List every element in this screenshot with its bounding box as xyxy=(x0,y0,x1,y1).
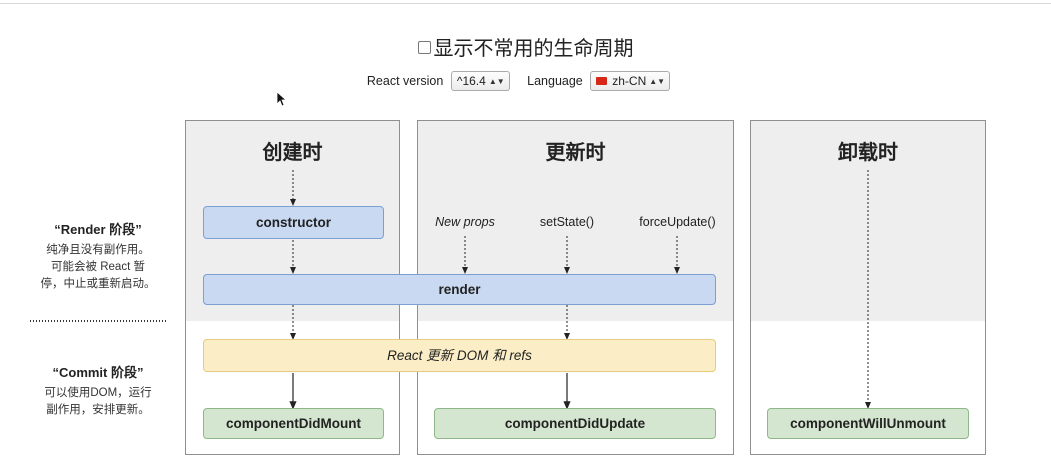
column-mount-heading: 创建时 xyxy=(262,142,323,164)
trigger-set-state: setState() xyxy=(539,215,595,229)
language-value: zh-CN xyxy=(612,74,647,88)
render-phase-desc-1: 纯净且没有副作用。 xyxy=(46,244,150,256)
column-update-heading: 更新时 xyxy=(545,142,606,164)
render-node[interactable]: render xyxy=(203,274,716,305)
select-arrows-icon: ▲▼ xyxy=(649,77,666,86)
constructor-node[interactable]: constructor xyxy=(203,206,384,239)
component-did-update-node[interactable]: componentDidUpdate xyxy=(434,408,716,439)
controls-bar: React version ^16.4▲▼ Language zh-CN▲▼ xyxy=(0,71,1051,91)
china-flag-icon xyxy=(596,77,608,85)
language-label: Language xyxy=(527,74,583,88)
column-unmount-heading: 卸载时 xyxy=(838,142,898,164)
react-version-select[interactable]: ^16.4▲▼ xyxy=(450,71,510,91)
page-title: 显示不常用的生命周期 xyxy=(0,32,1051,61)
react-version-label: React version xyxy=(366,74,444,88)
mouse-cursor-icon xyxy=(276,91,288,107)
component-did-mount-node[interactable]: componentDidMount xyxy=(203,408,384,439)
select-arrows-icon: ▲▼ xyxy=(488,77,505,86)
show-uncommon-lifecycles-checkbox[interactable] xyxy=(417,41,431,55)
trigger-new-props: New props xyxy=(435,215,495,229)
component-will-unmount-node[interactable]: componentWillUnmount xyxy=(767,408,969,439)
commit-phase-desc-1: 可以使用DOM，运行 xyxy=(44,387,152,399)
page-title-text: 显示不常用的生命周期 xyxy=(433,38,634,60)
react-version-value: ^16.4 xyxy=(456,74,486,88)
language-select[interactable]: zh-CN▲▼ xyxy=(590,71,671,91)
render-phase-desc-2: 可能会被 React 暂 xyxy=(51,261,145,273)
top-divider xyxy=(0,3,1051,4)
render-phase-desc-3: 停，中止或重新启动。 xyxy=(40,278,156,290)
trigger-force-update: forceUpdate() xyxy=(639,215,716,229)
commit-phase-desc-2: 副作用，安排更新。 xyxy=(46,404,150,416)
commit-phase-title: “Commit 阶段” xyxy=(52,365,144,380)
react-updates-dom-node[interactable]: React 更新 DOM 和 refs xyxy=(203,339,716,372)
render-phase-title: “Render 阶段” xyxy=(54,222,142,237)
